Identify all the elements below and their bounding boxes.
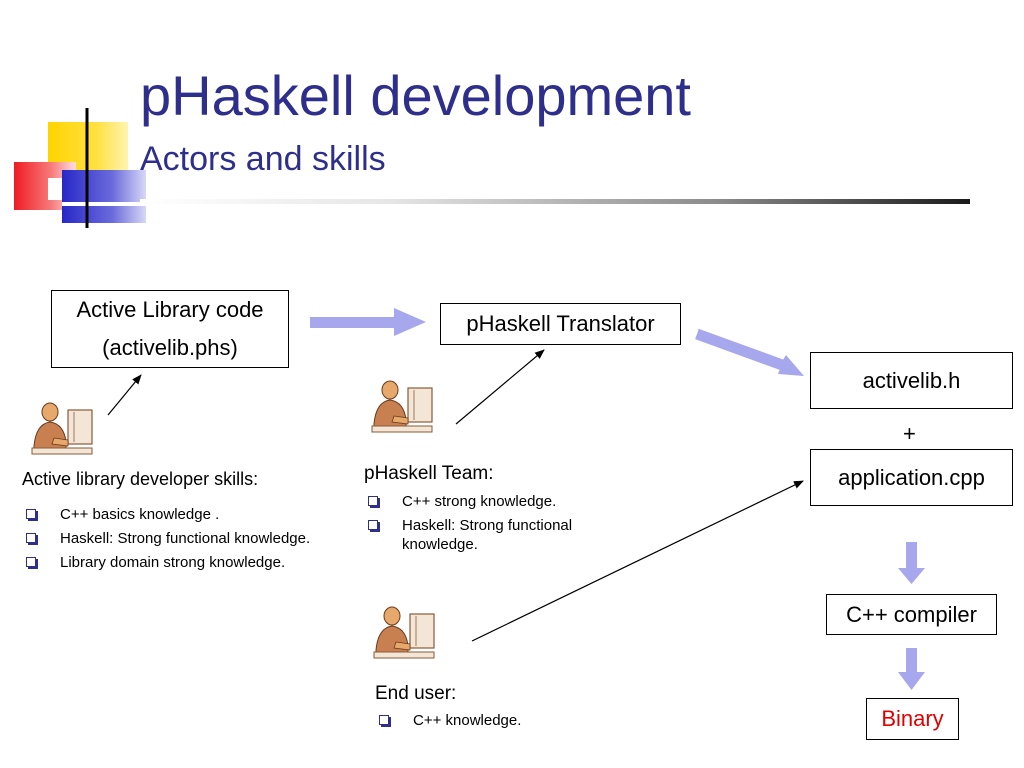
list-item: Haskell: Strong functional knowledge. [364, 516, 624, 554]
corner-squares-decoration [14, 108, 146, 228]
binary-box: Binary [866, 698, 959, 740]
flow-arrow-to-compiler [898, 542, 925, 584]
skill-text: Haskell: Strong functional knowledge. [60, 530, 311, 547]
list-item: C++ basics knowledge . [22, 505, 332, 524]
title-divider [140, 199, 970, 204]
square-bullet-icon [26, 557, 36, 567]
list-item: Library domain strong knowledge. [22, 553, 332, 572]
flow-arrow-to-binary [898, 648, 925, 690]
flow-arrow-to-translator [310, 308, 426, 336]
list-item: C++ knowledge. [375, 711, 605, 730]
slide-subtitle: Actors and skills [140, 140, 386, 178]
square-bullet-icon [26, 533, 36, 543]
developer-skills-heading: Active library developer skills: [22, 469, 259, 489]
plus-sign: + [903, 421, 916, 446]
active-library-code-box: Active Library code (activelib.phs) [51, 290, 289, 368]
square-bullet-icon [368, 520, 378, 530]
skill-text: C++ strong knowledge. [402, 493, 557, 510]
enduser-actor-icon [373, 606, 435, 659]
skill-text: C++ basics knowledge . [60, 506, 220, 523]
list-item: Haskell: Strong functional knowledge. [22, 529, 332, 548]
square-bullet-icon [368, 496, 378, 506]
application-cpp-box: application.cpp [810, 449, 1013, 506]
list-item: C++ strong knowledge. [364, 492, 624, 511]
skill-text: Library domain strong knowledge. [60, 554, 286, 571]
slide-title: pHaskell development [140, 64, 691, 127]
enduser-skills-heading: End user: [375, 683, 457, 704]
team-actor-icon [371, 380, 433, 433]
square-bullet-icon [379, 715, 389, 725]
phaskell-translator-box: pHaskell Translator [440, 303, 681, 345]
enduser-skills-list: C++ knowledge. [375, 711, 605, 735]
developer-to-library-arrow [107, 374, 142, 416]
developer-actor-icon [31, 402, 93, 455]
square-bullet-icon [26, 509, 36, 519]
flow-arrow-to-activelib-h [695, 327, 804, 376]
team-to-translator-arrow [455, 349, 545, 425]
active-library-code-line2: (activelib.phs) [102, 335, 238, 360]
team-skills-list: C++ strong knowledge. Haskell: Strong fu… [364, 492, 624, 559]
team-skills-heading: pHaskell Team: [364, 463, 494, 484]
developer-skills-list: C++ basics knowledge . Haskell: Strong f… [22, 505, 332, 577]
activelib-h-box: activelib.h [810, 352, 1013, 409]
active-library-code-line1: Active Library code [76, 297, 264, 322]
skill-text: Haskell: Strong functional knowledge. [402, 517, 573, 553]
cpp-compiler-box: C++ compiler [826, 594, 997, 635]
skill-text: C++ knowledge. [413, 712, 522, 729]
